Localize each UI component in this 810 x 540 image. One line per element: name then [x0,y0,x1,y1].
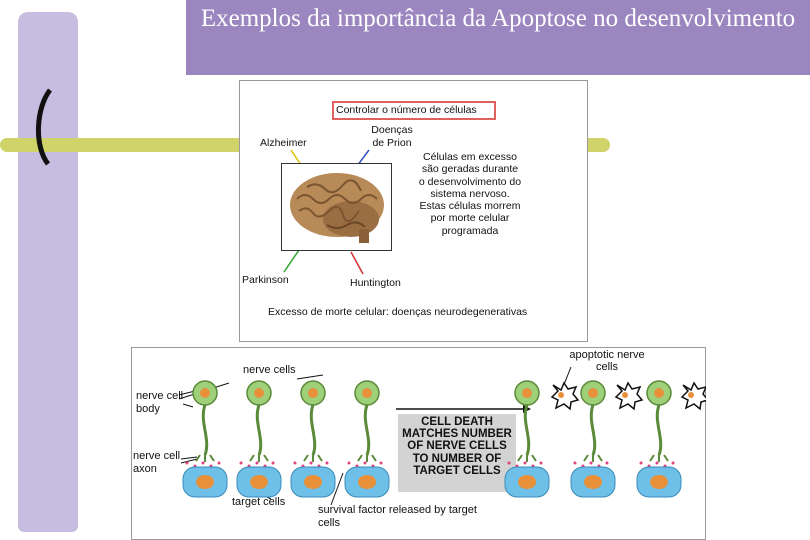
label-alzheimer: Alzheimer [260,137,307,149]
brain-image [290,173,384,243]
neuro-figure [239,80,588,342]
label-nerve-cells: nerve cells [243,364,296,376]
cell-death-text: CELL DEATH MATCHES NUMBER OF NERVE CELLS… [402,416,512,477]
slide-title: Exemplos da importância da Apoptose no d… [200,5,796,32]
label-nerve-cell-body: nerve cell body [136,390,184,415]
figure-header: Controlar o número de células [336,104,477,116]
note-text: Células em excesso são geradas durante o… [418,151,522,237]
header-box [332,101,496,120]
label-nerve-cell-axon: nerve cell axon [133,450,181,475]
figure-footer: Excesso de morte celular: doenças neurod… [268,306,528,318]
label-parkinson: Parkinson [242,274,289,286]
label-survival-factor: survival factor released by target cells [318,504,477,529]
cells-illustration [178,366,706,506]
pointer-lines [283,149,370,275]
left-decorative-bar [18,12,78,532]
label-prion: Doenças de Prion [371,124,413,149]
cell-death-box [398,414,516,492]
label-huntington: Huntington [350,277,401,289]
label-apoptotic: apoptotic nerve cells [569,349,645,373]
bracket-decoration [36,88,53,166]
title-bar [186,0,810,75]
label-target-cells: target cells [232,496,286,508]
